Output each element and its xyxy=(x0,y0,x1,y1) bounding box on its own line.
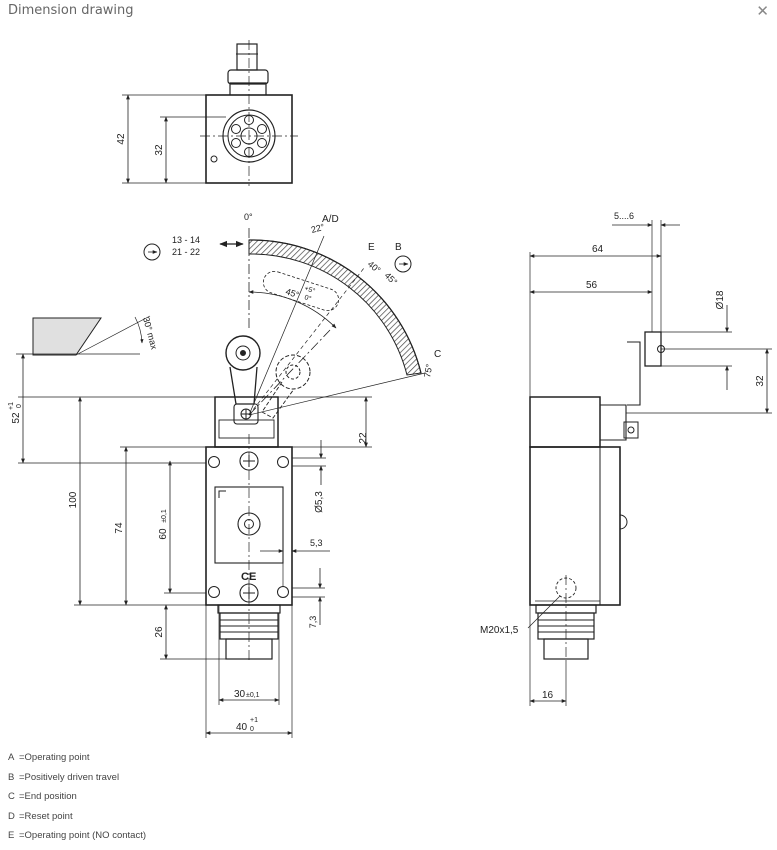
point-b-label: B xyxy=(395,242,402,253)
dim-52-tol-plus: +1 xyxy=(8,402,15,410)
dim-100-label: 100 xyxy=(68,491,79,508)
legend-item: E=Operating point (NO contact) xyxy=(8,830,146,842)
dim-40-label: 40 xyxy=(236,722,248,733)
dim-30-tol: ±0,1 xyxy=(246,692,260,699)
dim-32-side-label: 32 xyxy=(755,375,766,387)
dim-56-label: 56 xyxy=(586,280,598,291)
dim-40-tol-plus: +1 xyxy=(250,717,258,724)
angle-zero-label: 0° xyxy=(244,212,253,222)
dim-60-tol: ±0,1 xyxy=(161,509,168,523)
contacts-nc-label: 13 - 14 xyxy=(172,235,200,245)
tolerance-plus-label: +5° xyxy=(303,284,316,295)
dim-top-32: 32 xyxy=(154,144,165,156)
dim-hole-label: Ø5,3 xyxy=(314,491,325,513)
legend-item: B=Positively driven travel xyxy=(8,771,120,783)
legend-item: C=End position xyxy=(8,791,77,803)
dim-roller-label: Ø18 xyxy=(715,290,726,309)
angle-40-label: 40° xyxy=(366,259,383,276)
dim-40-tol-zero: 0 xyxy=(250,726,254,733)
close-icon[interactable]: ✕ xyxy=(756,2,769,20)
angle-30max-label: 30° max xyxy=(141,316,159,351)
legend-item: A=Operating point xyxy=(8,752,90,763)
legend-item: D=Reset point xyxy=(8,810,73,822)
point-ad-label: A/D xyxy=(322,214,339,225)
angle-45-inner-label: 45° xyxy=(284,286,300,300)
dim-52-label: 52 xyxy=(11,412,22,424)
dim-5-3-label: 5,3 xyxy=(310,538,323,548)
page-title: Dimension drawing xyxy=(8,3,134,18)
dim-top-42: 42 xyxy=(116,133,127,145)
tolerance-zero-label: 0° xyxy=(303,293,312,303)
dim-22-label: 22 xyxy=(358,432,369,444)
dim-7-3-label: 7,3 xyxy=(308,616,318,629)
point-e-label: E xyxy=(368,242,375,253)
dim-30-label: 30 xyxy=(234,689,246,700)
dim-26-label: 26 xyxy=(154,626,165,638)
angle-45-outer-label: 45° xyxy=(383,270,400,287)
dimension-drawing: 42 32 0° A/D 13 - 14 21 - 22 22° E B 40°… xyxy=(8,40,772,738)
ce-mark: CE xyxy=(241,571,256,583)
thread-label: M20x1,5 xyxy=(480,625,519,636)
angle-75-label: 75° xyxy=(422,363,434,379)
front-view xyxy=(16,228,426,738)
dim-60-label: 60 xyxy=(158,528,169,540)
point-c-label: C xyxy=(434,349,441,360)
dim-74-label: 74 xyxy=(114,522,125,534)
contacts-no-label: 21 - 22 xyxy=(172,247,200,257)
top-view xyxy=(122,40,298,186)
angle-22-label: 22° xyxy=(310,222,326,235)
dim-5-6-label: 5....6 xyxy=(614,211,634,221)
legend: A=Operating point B=Positively driven tr… xyxy=(8,748,146,846)
dim-16-label: 16 xyxy=(542,690,554,701)
dim-64-label: 64 xyxy=(592,244,604,255)
side-view xyxy=(527,220,772,706)
dim-52-tol-zero: 0 xyxy=(16,404,23,408)
